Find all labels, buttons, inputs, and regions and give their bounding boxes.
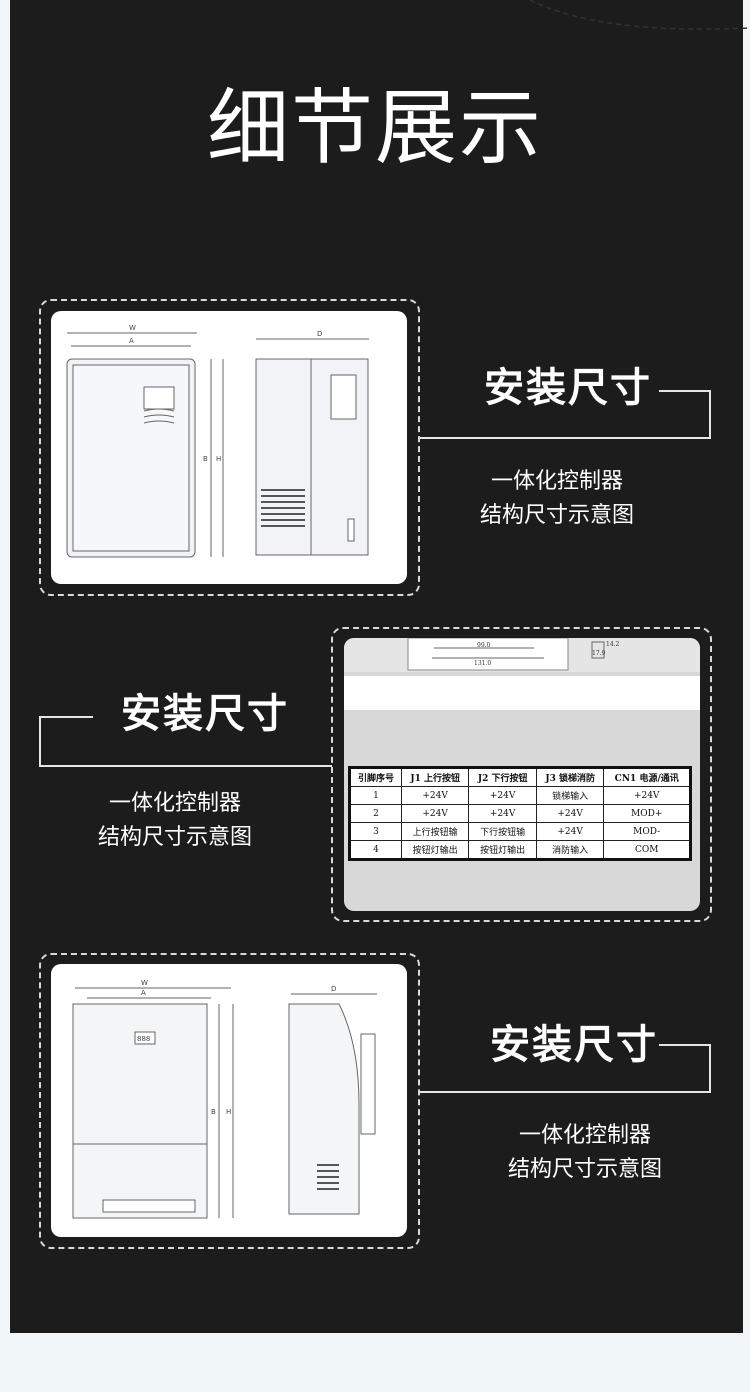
connector-line-1b — [709, 390, 711, 439]
page-title: 细节展示 — [206, 81, 543, 176]
section-3-heading: 安装尺寸 — [490, 1022, 658, 1068]
col-header: J1 上行按钮 — [400, 767, 470, 787]
table-row: 1 +24V +24V 锁梯输入 +24V — [349, 786, 691, 805]
table-cell: +24V — [400, 786, 470, 805]
dim-14: 14.2 — [606, 641, 620, 648]
drawing-frame-3 — [39, 953, 420, 1249]
table-cell: 按钮灯输出 — [468, 840, 537, 860]
table-cell: +24V — [535, 822, 605, 841]
table-cell: +24V — [603, 786, 691, 805]
table-row: 2 +24V +24V +24V MOD+ — [349, 804, 691, 823]
dim-17: 17.9 — [592, 650, 606, 657]
cabinet-dimension-drawing: W A B H D — [66, 324, 369, 558]
table-cell: +24V — [468, 804, 537, 823]
controller-dimension-drawing: W A B H D 888 — [72, 979, 377, 1219]
connector-line-3 — [420, 1091, 711, 1093]
section-1-sub-1: 一体化控制器 — [490, 469, 623, 494]
section-1-heading: 安装尺寸 — [484, 365, 652, 411]
drawing-card-3: W A B H D 888 — [51, 964, 407, 1237]
dim-label-w: W — [129, 324, 136, 332]
section-3-sub-1: 一体化控制器 — [518, 1123, 651, 1148]
drawing-white-band — [344, 676, 700, 710]
dim-label-d: D — [317, 330, 322, 338]
pin-table: 引脚序号 J1 上行按钮 J2 下行按钮 J3 锁梯消防 CN1 电源/通讯 1… — [348, 766, 692, 861]
connector-line-2 — [39, 765, 332, 767]
section-2-sub-2: 结构尺寸示意图 — [97, 825, 252, 850]
table-cell: 下行按钮输 — [468, 822, 537, 841]
table-cell: MOD+ — [603, 804, 691, 823]
decorative-arc — [529, 0, 750, 30]
connector-line-3c — [659, 1044, 711, 1046]
table-cell: 上行按钮输 — [400, 822, 470, 841]
drawing-frame-2 — [331, 627, 712, 922]
section-1-sub-2: 结构尺寸示意图 — [479, 503, 634, 528]
pin-table-header: 引脚序号 J1 上行按钮 J2 下行按钮 J3 锁梯消防 CN1 电源/通讯 — [349, 767, 691, 787]
connector-line-1c — [659, 390, 711, 392]
dim-131: 131.0 — [474, 660, 491, 667]
dim-label-h: H — [216, 455, 221, 463]
dim-label-w: W — [141, 979, 148, 987]
dim-label-a: A — [141, 989, 146, 997]
col-header: J3 锁梯消防 — [535, 767, 605, 787]
table-cell: COM — [603, 840, 691, 860]
table-cell: +24V — [400, 804, 470, 823]
dim-label-b: B — [203, 455, 208, 463]
table-row: 3 上行按钮输 下行按钮输 +24V MOD- — [349, 822, 691, 841]
dim-label-h: H — [226, 1108, 231, 1116]
col-header: 引脚序号 — [349, 767, 402, 787]
connector-line-1 — [420, 437, 711, 439]
drawing-card-1: W A B H D — [51, 311, 407, 584]
section-2-sub-1: 一体化控制器 — [108, 791, 241, 816]
drawing-card-2: 99.0 131.0 14.2 17.9 引脚序号 J1 上行按钮 J2 下行按… — [344, 638, 700, 911]
connector-line-2b — [39, 716, 41, 767]
table-cell: 3 — [349, 822, 402, 841]
dim-label-d: D — [331, 985, 336, 993]
table-cell: +24V — [468, 786, 537, 805]
table-cell: 1 — [349, 786, 402, 805]
col-header: CN1 电源/通讯 — [603, 767, 691, 787]
section-3-sub-2: 结构尺寸示意图 — [507, 1157, 662, 1182]
table-cell: 2 — [349, 804, 402, 823]
section-2-heading: 安装尺寸 — [121, 691, 289, 737]
col-header: J2 下行按钮 — [468, 767, 537, 787]
dim-label-b: B — [211, 1108, 216, 1116]
dim-label-a: A — [129, 337, 134, 345]
table-cell: +24V — [535, 804, 605, 823]
table-row: 4 按钮灯输出 按钮灯输出 消防输入 COM — [349, 840, 691, 860]
table-cell: MOD- — [603, 822, 691, 841]
table-cell: 锁梯输入 — [535, 786, 605, 805]
table-cell: 按钮灯输出 — [400, 840, 470, 860]
connector-line-2c — [39, 716, 93, 718]
display-label: 888 — [137, 1035, 150, 1043]
connector-line-3b — [709, 1044, 711, 1093]
table-cell: 4 — [349, 840, 402, 860]
dim-99: 99.0 — [477, 642, 491, 649]
board-dimension-drawing: 99.0 131.0 14.2 17.9 — [407, 638, 620, 671]
table-cell: 消防输入 — [535, 840, 605, 860]
drawing-frame-1 — [39, 299, 420, 596]
